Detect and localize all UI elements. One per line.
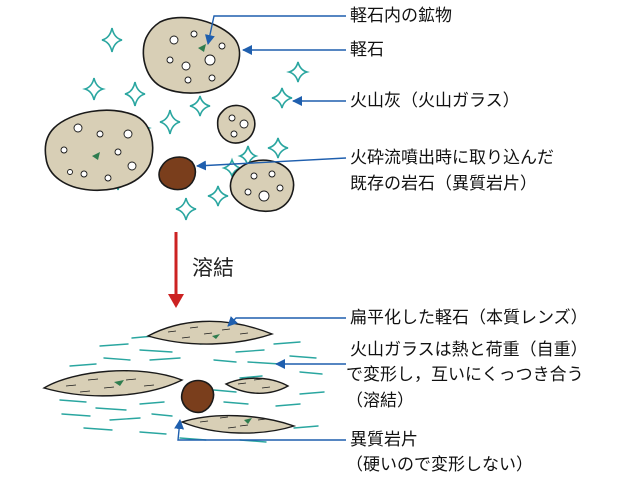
flattened-pumice-right xyxy=(224,377,290,394)
welding-process-arrow xyxy=(168,232,184,308)
ash-shard xyxy=(221,157,243,179)
flattened-pumice-left xyxy=(42,370,184,397)
ash-shard xyxy=(124,81,146,107)
xenolith-before xyxy=(158,156,197,191)
mineral-crystal xyxy=(114,380,124,386)
ash-shard xyxy=(286,61,310,83)
label-welding-2: で変形し，互いにくっつき合う xyxy=(346,365,584,385)
label-volcanic-ash: 火山灰（火山ガラス） xyxy=(350,91,520,111)
leader-captured-rock xyxy=(196,157,347,171)
label-captured-rock-1: 火砕流噴出時に取り込んだ xyxy=(350,148,554,168)
label-xenolith-1: 異質岩片 xyxy=(350,430,418,450)
leader-flattened-pumice xyxy=(227,316,346,327)
mineral-crystal xyxy=(244,418,252,424)
xenolith-after xyxy=(180,379,215,414)
mineral-crystal xyxy=(92,152,100,160)
ash-shard xyxy=(271,87,293,109)
leader-lines xyxy=(174,15,347,441)
pumice-top xyxy=(142,16,241,94)
mineral-crystal xyxy=(198,44,206,52)
label-mineral-in-pumice: 軽石内の鉱物 xyxy=(350,6,452,26)
post-welding-material xyxy=(42,320,325,443)
label-welding-1: 火山ガラスは熱と荷重（自重） xyxy=(350,340,588,360)
label-captured-rock-2: 既存の岩石（異質岩片） xyxy=(350,174,537,194)
ash-shard xyxy=(207,185,229,207)
ash-shard xyxy=(189,95,211,117)
pumice-small xyxy=(216,104,256,144)
mineral-crystal xyxy=(212,334,220,339)
flattened-pumice-top xyxy=(146,320,275,345)
ash-shard xyxy=(82,77,106,101)
pumice-lower-right xyxy=(229,159,295,212)
ash-shard xyxy=(267,137,289,159)
pumice-large xyxy=(44,109,154,192)
label-flattened-pumice: 扁平化した軽石（本質レンズ） xyxy=(350,308,588,328)
label-pumice: 軽石 xyxy=(350,40,384,60)
leader-mineral xyxy=(204,15,346,45)
label-welding-3: （溶結） xyxy=(346,391,414,411)
process-label: 溶結 xyxy=(192,256,234,280)
ash-shard xyxy=(159,109,181,135)
pre-welding-material xyxy=(44,16,310,221)
flattened-pumice-bottom xyxy=(179,414,297,434)
ash-shard xyxy=(175,197,197,221)
leader-xenolith xyxy=(174,419,346,441)
ash-shard xyxy=(101,27,123,53)
label-xenolith-2: （硬いので変形しない） xyxy=(346,455,533,475)
